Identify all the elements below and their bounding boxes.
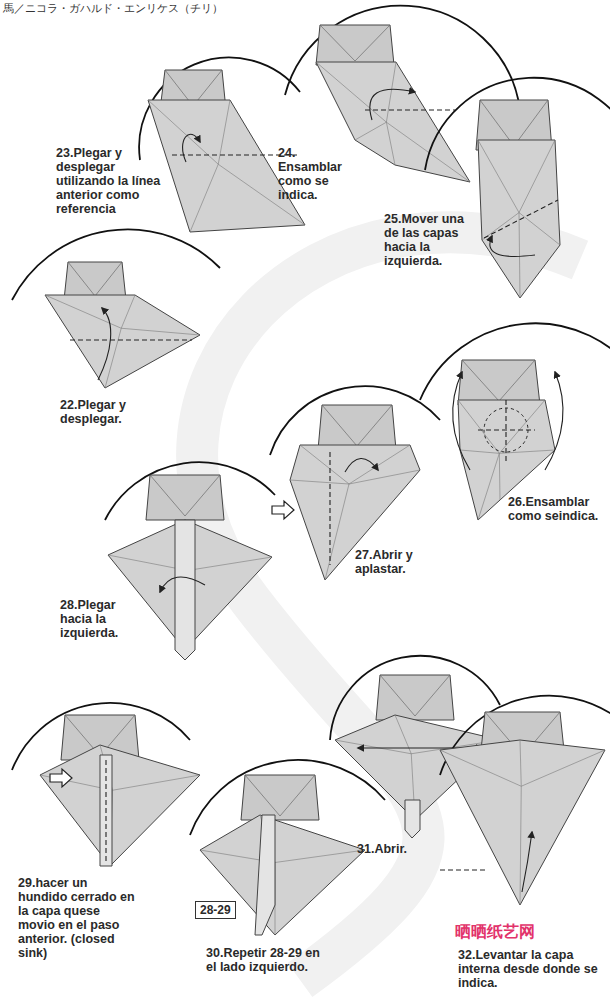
step-instruction: 22.Plegar y desplegar. xyxy=(60,398,140,426)
crease-line xyxy=(386,122,470,182)
crease-line xyxy=(290,480,349,484)
model-head xyxy=(316,25,394,65)
origami-step-figure xyxy=(190,760,385,935)
origami-step-figure xyxy=(270,386,440,580)
crease-line xyxy=(520,740,521,786)
crease-line xyxy=(349,470,420,484)
crease-line xyxy=(322,405,392,446)
origami-step-figure xyxy=(12,229,220,388)
crease-line xyxy=(386,122,395,165)
model-body xyxy=(478,140,560,298)
crease-line xyxy=(521,750,605,786)
fold-line xyxy=(440,869,485,870)
push-arrow xyxy=(50,769,72,787)
crease-line xyxy=(462,360,535,401)
step-reference: 28-29 xyxy=(200,903,231,917)
crease-line xyxy=(440,750,521,786)
model-head xyxy=(458,360,540,405)
step-reference-box: 28-29 xyxy=(195,901,236,919)
crease-line xyxy=(355,122,386,140)
step-instruction: 27.Abrir y aplastar. xyxy=(355,548,430,576)
fold-arrow xyxy=(345,458,378,472)
model-head xyxy=(376,675,454,720)
step-instruction: 23.Plegar y desplegar utilizando la líne… xyxy=(56,146,161,216)
fold-arrow xyxy=(98,308,111,380)
crease-line xyxy=(335,740,411,754)
step-instruction: 30.Repetir 28-29 en el lado izquierdo. xyxy=(206,946,331,974)
diagram-title: 馬／ニコラ・ガハルド・エンリケス（チリ） xyxy=(3,2,223,15)
origami-steps xyxy=(12,6,610,935)
folded-flap xyxy=(405,800,420,838)
crease-line xyxy=(68,262,122,296)
crease-line xyxy=(458,400,499,453)
push-arrow xyxy=(272,501,294,519)
fold-line xyxy=(484,200,558,238)
origami-step-figure xyxy=(139,57,305,232)
origami-step-figure xyxy=(105,462,275,660)
model-body xyxy=(40,745,200,866)
folded-flap xyxy=(175,520,195,660)
model-head xyxy=(64,262,126,300)
step-instruction: 29.hacer un hundido cerrado en la capa q… xyxy=(18,876,136,960)
crease-line xyxy=(478,453,499,520)
crease-line xyxy=(113,775,201,790)
crease-line xyxy=(520,786,521,905)
step-instruction: 31.Abrir. xyxy=(357,842,427,856)
crease-line xyxy=(300,445,349,484)
crease-line xyxy=(460,450,499,453)
crease-line xyxy=(480,100,548,146)
fold-line xyxy=(329,452,330,565)
crease-line xyxy=(478,140,519,213)
crease-line xyxy=(105,328,121,388)
origami-step-figure xyxy=(12,703,200,866)
crease-line xyxy=(121,328,200,335)
fold-line xyxy=(105,760,106,862)
crease-line xyxy=(275,850,365,863)
folded-flap xyxy=(100,755,112,866)
crease-line xyxy=(519,140,555,213)
crease-line xyxy=(519,213,560,245)
crease-line xyxy=(325,484,349,580)
fold-arrow xyxy=(522,832,532,892)
crease-line xyxy=(380,675,450,716)
folded-flap xyxy=(255,815,275,935)
step-frame-arc xyxy=(12,229,220,300)
origami-step-figure xyxy=(420,323,610,520)
crease-line xyxy=(121,295,135,328)
crease-line xyxy=(499,453,501,500)
fold-arrow xyxy=(490,236,535,256)
crease-line xyxy=(386,62,396,122)
crease-line xyxy=(188,557,273,571)
model-head xyxy=(241,775,319,820)
model-body xyxy=(45,295,200,388)
fold-arrow xyxy=(160,577,205,592)
crease-line xyxy=(320,25,390,61)
fold-line xyxy=(70,339,192,340)
step-instruction: 28.Plegar hacia la izquierda. xyxy=(60,598,130,640)
model-body xyxy=(440,740,605,905)
fold-arrow xyxy=(545,372,563,470)
watermark: 晒晒纸艺网 xyxy=(455,922,535,942)
origami-step-figure xyxy=(425,78,610,298)
crease-line xyxy=(316,62,386,122)
fold-line xyxy=(478,429,535,430)
fold-arrow xyxy=(370,89,415,120)
fold-line xyxy=(505,400,506,462)
crease-line xyxy=(150,475,220,516)
step-instruction: 25.Mover una de las capas hacia la izqui… xyxy=(384,212,474,268)
fold-line xyxy=(365,109,455,110)
crease-line xyxy=(190,164,218,232)
model-head xyxy=(146,475,224,520)
step-frame-arc xyxy=(105,462,275,520)
fold-arrow xyxy=(183,134,200,162)
crease-line xyxy=(245,775,315,816)
step-instruction: 32.Levantar la capa interna desde donde … xyxy=(458,948,598,990)
step-instruction: 24. Ensamblar como se indica. xyxy=(278,146,360,202)
crease-line xyxy=(519,213,520,298)
step-instruction: 26.Ensamblar como seindica. xyxy=(508,495,605,523)
fold-arrow xyxy=(453,372,470,470)
origami-step-figure xyxy=(440,696,610,905)
model-head xyxy=(318,405,396,450)
